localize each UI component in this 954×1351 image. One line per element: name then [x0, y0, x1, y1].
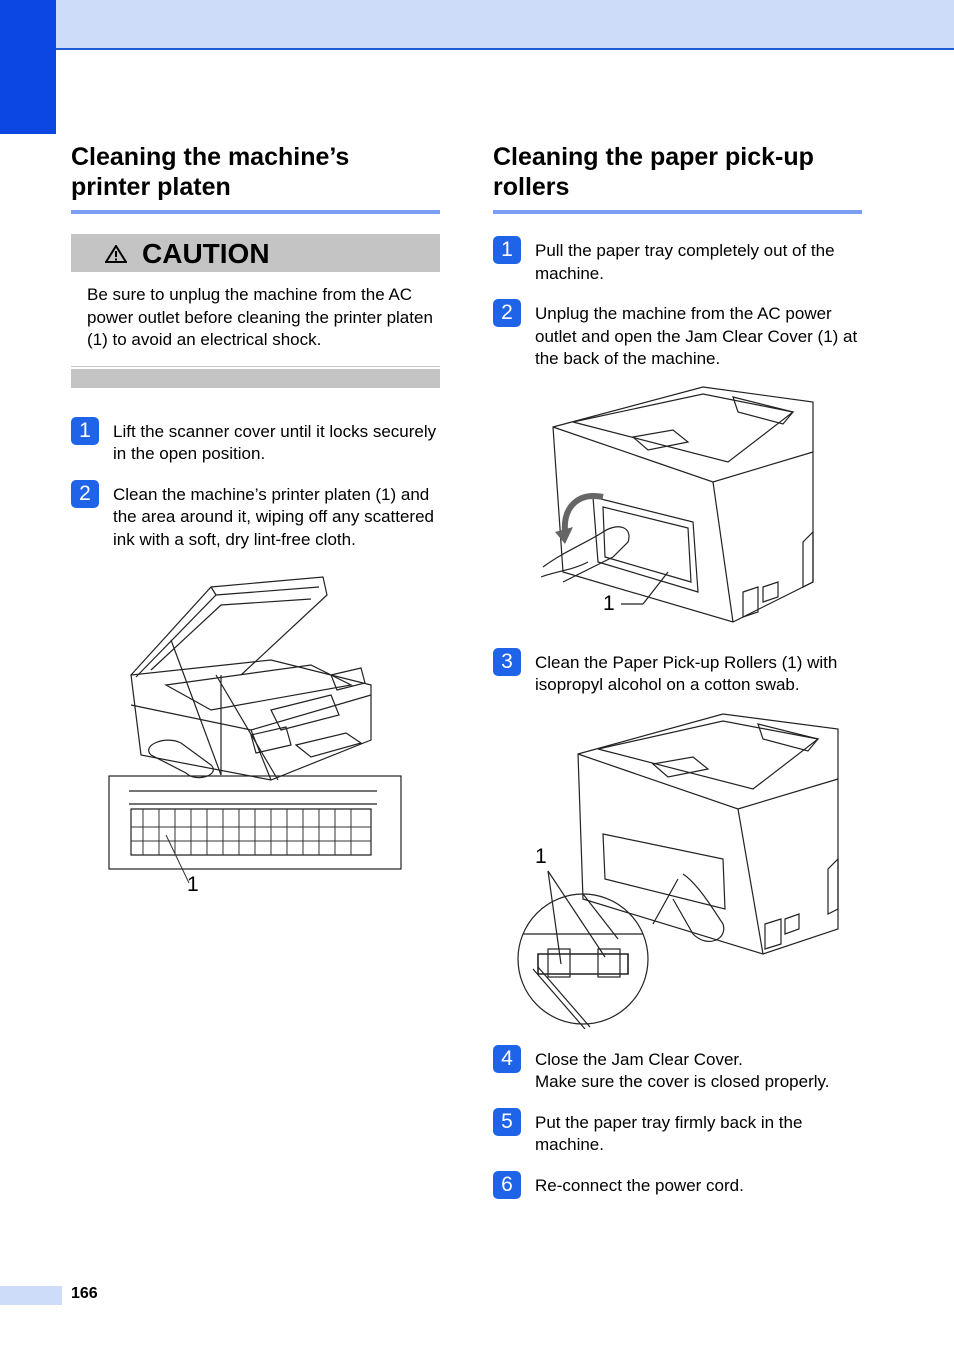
section-title-line2: printer platen: [71, 173, 231, 201]
step-text: Unplug the machine from the AC power out…: [535, 304, 858, 368]
figure-callout-number: 1: [603, 591, 615, 615]
step-text: Lift the scanner cover until it locks se…: [113, 421, 437, 464]
printer-rollers-illustration: [517, 712, 839, 1029]
section-title-platen: Cleaning the machine’s printer platen: [71, 142, 440, 214]
step-text: Clean the Paper Pick-up Rollers (1) with…: [535, 652, 838, 695]
caution-footer-bar: [71, 368, 440, 388]
header-band: [0, 0, 954, 50]
printer-rear-illustration: [540, 385, 814, 623]
step-text: Put the paper tray firmly back in the ma…: [535, 1112, 803, 1155]
platen-illustration: 1: [71, 565, 440, 917]
step-1-pull-tray: 1 Pull the paper tray completely out of …: [493, 236, 862, 285]
section-title-line1: Cleaning the paper pick-up: [493, 143, 814, 171]
step-number-badge: 2: [71, 479, 99, 508]
step-number-badge: 1: [493, 236, 521, 264]
step-text: Re-connect the power cord.: [535, 1175, 744, 1195]
step-number-badge: 6: [493, 1170, 521, 1199]
caution-text: Be sure to unplug the machine from the A…: [87, 285, 433, 349]
step-text: Close the Jam Clear Cover.: [535, 1049, 743, 1069]
left-column: Cleaning the machine’s printer platen CA…: [71, 142, 440, 917]
step-note: Make sure the cover is closed properly.: [535, 1072, 830, 1091]
caution-label: CAUTION: [142, 238, 270, 269]
caution-divider: [71, 365, 440, 369]
section-title-line2: rollers: [493, 173, 570, 201]
step-5-put-tray-back: 5 Put the paper tray firmly back in the …: [493, 1107, 862, 1157]
footer-tab: [0, 1286, 62, 1305]
figure-callout-number: 1: [187, 873, 199, 896]
step-number-badge: 2: [493, 299, 521, 327]
step-text: Pull the paper tray completely out of th…: [535, 241, 835, 283]
step-2-unplug-open-cover: 2 Unplug the machine from the AC power o…: [493, 299, 862, 371]
page-number: 166: [71, 1285, 98, 1302]
right-column: Cleaning the paper pick-up rollers 1 Pul…: [493, 142, 862, 1199]
caution-banner: CAUTION: [71, 234, 440, 272]
step-text: Clean the machine’s printer platen (1) a…: [113, 484, 434, 549]
step-3-clean-rollers: 3 Clean the Paper Pick-up Rollers (1) wi…: [493, 647, 862, 697]
chapter-tab: [0, 0, 56, 134]
step-6-reconnect-power: 6 Re-connect the power cord.: [493, 1170, 862, 1199]
jam-cover-illustration: 1: [493, 382, 862, 632]
step-number-badge: 1: [71, 416, 99, 445]
warning-triangle-icon: [105, 245, 127, 263]
step-2-clean-platen: 2 Clean the machine’s printer platen (1)…: [71, 479, 440, 552]
section-title-line1: Cleaning the machine’s: [71, 143, 350, 171]
step-4-close-cover: 4 Close the Jam Clear Cover. Make sure t…: [493, 1044, 862, 1094]
step-1-lift-cover: 1 Lift the scanner cover until it locks …: [71, 416, 440, 466]
step-number-badge: 3: [493, 647, 521, 676]
figure-callout-number: 1: [535, 844, 547, 868]
section-title-rollers: Cleaning the paper pick-up rollers: [493, 142, 862, 214]
printer-open-illustration: [108, 576, 402, 884]
step-number-badge: 4: [493, 1044, 521, 1073]
rollers-illustration: 1: [493, 709, 862, 1029]
step-number-badge: 5: [493, 1107, 521, 1136]
